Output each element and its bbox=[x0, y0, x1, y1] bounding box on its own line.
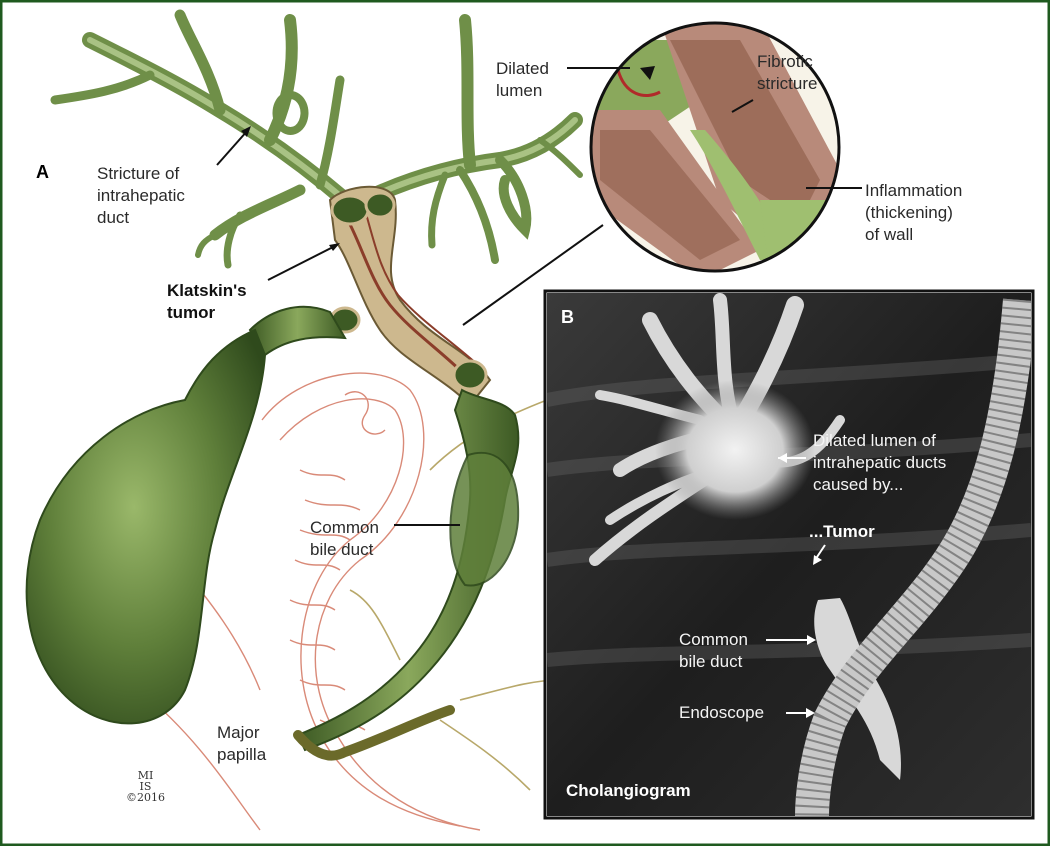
artist-signature: MI IS ©2016 bbox=[126, 769, 165, 804]
label-major-papilla: Major papilla bbox=[217, 723, 267, 764]
intrahepatic-ducts-left bbox=[50, 9, 353, 269]
panel-letter-a: A bbox=[36, 162, 49, 182]
bile-duct bbox=[248, 305, 520, 761]
intrahepatic-ducts-right bbox=[367, 14, 583, 264]
label-cholangiogram: Cholangiogram bbox=[566, 781, 691, 800]
label-endoscope: Endoscope bbox=[679, 703, 765, 722]
label-dilated-lumen: Dilated lumen bbox=[496, 59, 549, 100]
label-dilated-intrahepatic: Dilated lumen of intrahepatic ducts caus… bbox=[813, 431, 947, 494]
panel-letter-b: B bbox=[561, 307, 574, 327]
label-klatskin-tumor: Klatskin's tumor bbox=[167, 281, 247, 322]
label-fibrotic-stricture: Fibrotic stricture bbox=[757, 52, 818, 93]
label-stricture-intrahepatic: Stricture of intrahepatic duct bbox=[97, 164, 185, 227]
cholangiogram-panel bbox=[543, 289, 1035, 820]
label-common-bile-duct-b: Common bile duct bbox=[679, 630, 748, 671]
arrowheads-a bbox=[241, 126, 340, 251]
gallbladder bbox=[25, 328, 267, 725]
label-common-bile-duct-a: Common bile duct bbox=[310, 518, 379, 559]
label-tumor: ...Tumor bbox=[809, 522, 875, 541]
label-inflammation: Inflammation (thickening) of wall bbox=[865, 181, 963, 244]
leader-lines-a bbox=[216, 67, 862, 526]
klatskin-tumor-region bbox=[328, 185, 492, 407]
